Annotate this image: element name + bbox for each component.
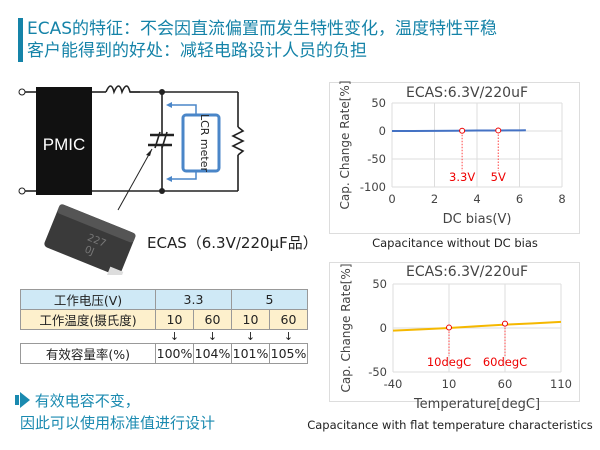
header-line-1: ECAS的特征：不会因直流偏置而发生特性变化，温度特性平稳 bbox=[27, 19, 498, 39]
y-tick-label: -100 bbox=[360, 180, 386, 194]
y-axis-label: Cap. Change Rate[%] bbox=[339, 263, 353, 392]
chart-title: ECAS:6.3V/220uF bbox=[406, 264, 528, 280]
y-axis-label: Cap. Change Rate[%] bbox=[338, 80, 352, 209]
cell: 5 bbox=[231, 289, 308, 310]
series-line bbox=[392, 129, 526, 132]
x-tick-label: 10 bbox=[442, 377, 457, 391]
data-marker bbox=[495, 127, 502, 134]
pmic-label: PMIC bbox=[43, 135, 86, 154]
conclusion-note: 有效电容不变， 因此可以使用标准值进行设计 bbox=[20, 392, 216, 432]
y-tick-label: -50 bbox=[367, 152, 386, 166]
data-marker bbox=[446, 324, 452, 331]
chart-frame-dc bbox=[329, 82, 580, 234]
chart-frame-temp bbox=[329, 262, 580, 402]
x-tick-label: 4 bbox=[473, 192, 480, 206]
x-tick-label: 6 bbox=[516, 192, 523, 206]
x-axis-label: Temperature[degC] bbox=[413, 397, 540, 412]
lcr-label: LCR meter bbox=[198, 114, 211, 173]
y-tick-label: 0 bbox=[379, 124, 386, 138]
series-line bbox=[392, 320, 562, 332]
cell: 100% bbox=[155, 343, 194, 364]
y-tick-label: 0 bbox=[380, 321, 387, 335]
svg-text:0J: 0J bbox=[83, 244, 96, 258]
marker-label: 60degC bbox=[483, 355, 527, 369]
cell: 60 bbox=[269, 309, 308, 330]
terminal-icon bbox=[18, 88, 26, 96]
ecas-chip-image: 227 0J bbox=[44, 204, 136, 275]
marker-label: 5V bbox=[491, 170, 506, 184]
circuit-diagram: PMIC LCR meter 227 0J bbox=[18, 85, 245, 275]
component-label: ECAS（6.3V/220μF品） bbox=[147, 234, 318, 252]
cell: 105% bbox=[269, 343, 308, 364]
terminal-icon bbox=[18, 187, 26, 195]
down-arrow-icon: ↓ bbox=[269, 329, 308, 344]
data-marker bbox=[459, 127, 466, 134]
x-tick-label: 60 bbox=[498, 377, 513, 391]
lcr-meter bbox=[181, 113, 221, 173]
pmic-block bbox=[36, 87, 92, 195]
x-tick-label: 0 bbox=[388, 192, 395, 206]
data-marker bbox=[502, 320, 508, 327]
down-arrow-icon: ↓ bbox=[231, 329, 270, 344]
y-tick-label: -50 bbox=[368, 365, 387, 379]
down-arrow-icon: ↓ bbox=[155, 329, 194, 344]
chart-caption-dc: Capacitance without DC bias bbox=[372, 236, 538, 250]
rate-label: 有效容量率(%) bbox=[20, 343, 156, 364]
marker-label: 3.3V bbox=[449, 170, 475, 184]
cell: 104% bbox=[193, 343, 232, 364]
y-tick-label: 50 bbox=[371, 96, 386, 110]
x-tick-label: 110 bbox=[550, 377, 572, 391]
cell: 10 bbox=[155, 309, 194, 330]
chart-title: ECAS:6.3V/220uF bbox=[406, 85, 528, 101]
temp-label: 工作温度(摄氏度) bbox=[20, 309, 156, 330]
x-axis-label: DC bias(V) bbox=[443, 212, 512, 227]
x-tick-label: 2 bbox=[431, 192, 438, 206]
voltage-label: 工作电压(V) bbox=[20, 289, 156, 310]
x-tick-label: 8 bbox=[558, 192, 565, 206]
down-arrow-icon: ↓ bbox=[193, 329, 232, 344]
header-title: ECAS的特征：不会因直流偏置而发生特性变化，温度特性平稳 客户能得到的好处：减… bbox=[18, 18, 497, 62]
right-arrow-icon bbox=[20, 392, 30, 408]
y-tick-label: 50 bbox=[372, 277, 387, 291]
cell: 101% bbox=[231, 343, 270, 364]
cell: 10 bbox=[231, 309, 270, 330]
marker-label: 10degC bbox=[427, 355, 471, 369]
header-line-2: 客户能得到的好处：减轻电路设计人员的负担 bbox=[27, 41, 367, 61]
x-tick-label: -40 bbox=[384, 377, 403, 391]
chart-caption-temp: Capacitance with flat temperature charac… bbox=[307, 418, 593, 432]
